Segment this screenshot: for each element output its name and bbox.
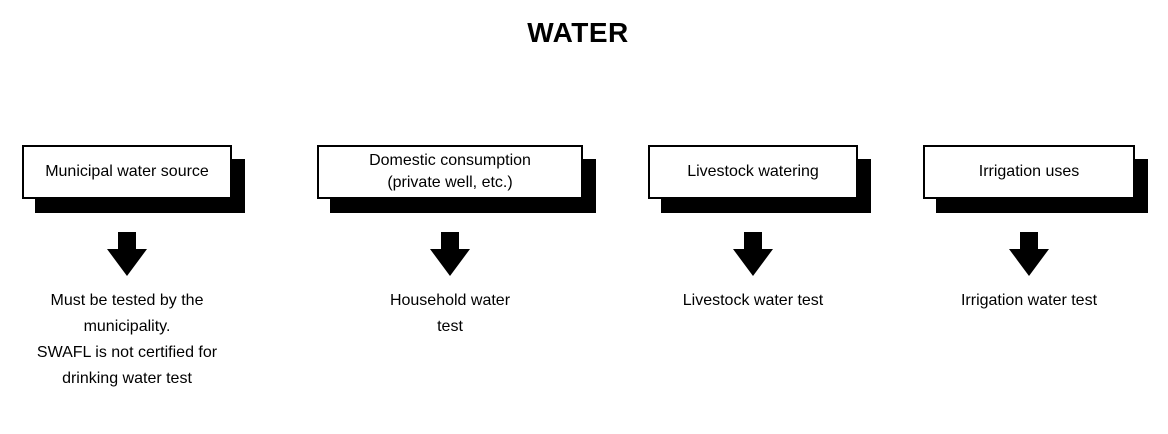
source-box-municipal: Municipal water source: [22, 145, 232, 199]
result-line: municipality.: [83, 318, 171, 335]
down-arrow-icon: [733, 232, 773, 276]
down-arrow-icon: [107, 232, 147, 276]
down-arrow-icon: [1009, 232, 1049, 276]
box-label-line: Municipal water source: [45, 163, 209, 180]
source-box-domestic: Domestic consumption (private well, etc.…: [317, 145, 583, 199]
result-line: Livestock water test: [682, 292, 824, 309]
box-label-line: Livestock watering: [687, 163, 819, 180]
branch-irrigation: Irrigation uses Irrigation water test: [923, 145, 1135, 314]
box-label-line: Domestic consumption: [369, 152, 531, 169]
source-box-livestock: Livestock watering: [648, 145, 858, 199]
result-text-livestock: Livestock water test: [683, 288, 824, 314]
box-label-line: Irrigation uses: [978, 163, 1080, 180]
result-line: drinking water test: [62, 370, 192, 387]
diagram-title: WATER: [527, 17, 629, 48]
branch-livestock: Livestock watering Livestock water test: [648, 145, 858, 314]
result-text-irrigation: Irrigation water test: [961, 288, 1097, 314]
result-text-municipal: Must be tested by the municipality. SWAF…: [37, 288, 217, 392]
result-line: test: [437, 318, 463, 335]
down-arrow-icon: [430, 232, 470, 276]
branch-domestic: Domestic consumption (private well, etc.…: [317, 145, 583, 340]
branch-municipal: Municipal water source Must be tested by…: [22, 145, 232, 392]
result-line: Household water: [389, 292, 511, 309]
result-line: Irrigation water test: [960, 292, 1098, 309]
result-line: SWAFL is not certified for: [36, 344, 218, 361]
result-line: Must be tested by the: [50, 292, 204, 309]
source-box-irrigation: Irrigation uses: [923, 145, 1135, 199]
result-text-domestic: Household water test: [390, 288, 510, 340]
box-label-line: (private well, etc.): [387, 174, 513, 191]
